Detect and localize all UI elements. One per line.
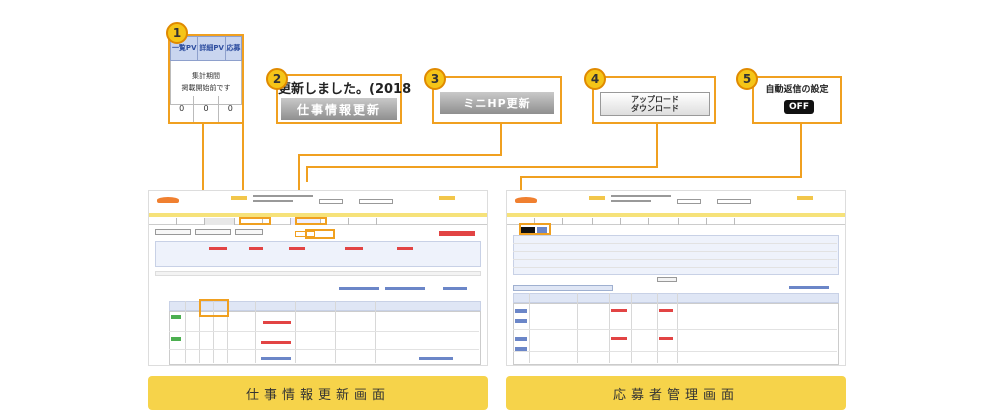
- callout-number-5: 5: [736, 68, 758, 90]
- callout-number-2: 2: [266, 68, 288, 90]
- period-message: 集計期間 掲載開始前です: [170, 60, 242, 105]
- right-table-header: [513, 293, 839, 303]
- header-detail-pv: 詳細PV: [197, 36, 226, 61]
- connector-3b: [298, 154, 502, 156]
- right-header: [507, 191, 845, 211]
- callout-number-3: 3: [424, 68, 446, 90]
- right-search-form: [513, 235, 839, 275]
- pv-values-row: 0 0 0: [170, 96, 242, 122]
- callout-upload-download: アップロード ダウンロード: [592, 76, 716, 124]
- applicant-management-screen-thumbnail: [506, 190, 846, 366]
- value-list-pv: 0: [170, 96, 195, 122]
- connector-4c: [306, 166, 308, 182]
- job-update-screen-thumbnail: [148, 190, 488, 366]
- upload-download-button[interactable]: アップロード ダウンロード: [600, 92, 710, 116]
- callout-number-1: 1: [166, 22, 188, 44]
- update-notice-text: 更新しました。(2018: [278, 82, 412, 97]
- right-nav-bar: [507, 218, 845, 225]
- callout-job-update: 更新しました。(2018 仕事情報更新: [276, 74, 411, 124]
- left-summary-block: [155, 241, 481, 267]
- connector-4a: [656, 124, 658, 168]
- callout-pv-stats: 一覧PV 詳細PV 応募 集計期間 掲載開始前です: [168, 34, 244, 124]
- left-header: [149, 191, 487, 211]
- connector-3c: [298, 154, 300, 214]
- connector-4b: [306, 166, 658, 168]
- job-info-update-button[interactable]: 仕事情報更新: [281, 98, 397, 120]
- auto-reply-label: 自動返信の設定: [765, 85, 829, 95]
- value-detail-pv: 0: [194, 96, 219, 122]
- left-yellow-bar: [149, 213, 487, 217]
- left-logo-icon: [157, 197, 179, 203]
- mini-hp-update-button[interactable]: ミニHP更新: [440, 92, 554, 114]
- left-table-header: [169, 301, 481, 311]
- connector-5a: [800, 124, 802, 178]
- header-applications: 応募: [224, 36, 243, 61]
- caption-applicant-management-screen: 応募者管理画面: [506, 376, 846, 410]
- callout-auto-reply: 自動返信の設定 OFF: [752, 76, 842, 124]
- auto-reply-toggle[interactable]: OFF: [784, 100, 814, 114]
- pv-stats-table: 一覧PV 詳細PV 応募 集計期間 掲載開始前です: [169, 36, 243, 105]
- right-logo-icon: [515, 197, 537, 203]
- connector-3a: [500, 124, 502, 156]
- value-applications: 0: [227, 104, 233, 113]
- connector-2a: [242, 124, 244, 144]
- right-yellow-bar: [507, 213, 845, 217]
- caption-job-update-screen: 仕事情報更新画面: [148, 376, 488, 410]
- callout-number-4: 4: [584, 68, 606, 90]
- connector-2c: [242, 142, 244, 212]
- callout-mini-hp: ミニHP更新: [432, 76, 562, 124]
- connector-5b: [520, 176, 802, 178]
